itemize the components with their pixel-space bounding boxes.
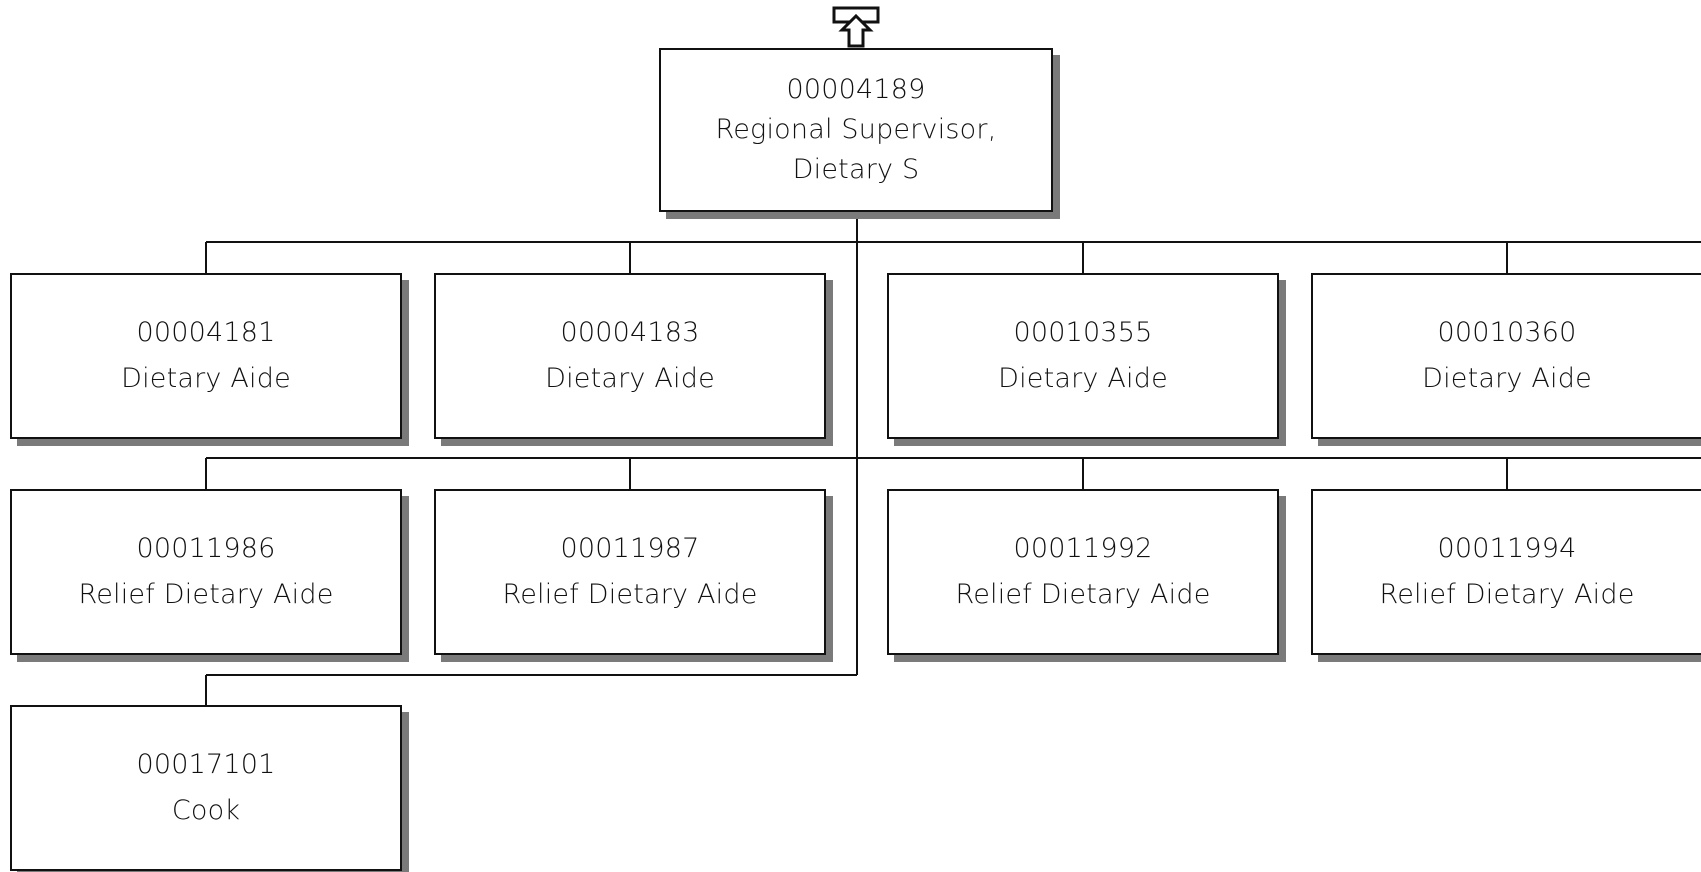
org-node[interactable]: 00017101 Cook (10, 705, 402, 871)
node-title: Cook (171, 795, 241, 826)
navigate-up-arrow-icon[interactable] (832, 6, 880, 48)
org-node-top[interactable]: 00004189 Regional Supervisor, Dietary S (659, 48, 1053, 212)
node-title: Dietary Aide (998, 363, 1168, 394)
node-title: Regional Supervisor, Dietary S (715, 114, 997, 185)
node-id: 00011994 (1437, 533, 1577, 564)
org-node[interactable]: 00010355 Dietary Aide (887, 273, 1279, 439)
org-node[interactable]: 00004181 Dietary Aide (10, 273, 402, 439)
node-id: 00004189 (786, 74, 926, 105)
node-id: 00011992 (1013, 533, 1153, 564)
org-node[interactable]: 00011992 Relief Dietary Aide (887, 489, 1279, 655)
node-title: Relief Dietary Aide (955, 579, 1211, 610)
org-node[interactable]: 00011987 Relief Dietary Aide (434, 489, 826, 655)
node-id: 00004183 (560, 317, 700, 348)
node-title: Dietary Aide (1422, 363, 1592, 394)
node-id: 00010360 (1437, 317, 1577, 348)
node-id: 00011986 (136, 533, 276, 564)
node-id: 00017101 (136, 749, 276, 780)
node-id: 00004181 (136, 317, 276, 348)
org-node[interactable]: 00011994 Relief Dietary Aide (1311, 489, 1701, 655)
node-title: Relief Dietary Aide (502, 579, 758, 610)
node-title: Relief Dietary Aide (78, 579, 334, 610)
node-title: Dietary Aide (545, 363, 715, 394)
node-id: 00011987 (560, 533, 700, 564)
node-title: Relief Dietary Aide (1379, 579, 1635, 610)
org-node[interactable]: 00011986 Relief Dietary Aide (10, 489, 402, 655)
org-node[interactable]: 00004183 Dietary Aide (434, 273, 826, 439)
node-title: Dietary Aide (121, 363, 291, 394)
org-node[interactable]: 00010360 Dietary Aide (1311, 273, 1701, 439)
node-id: 00010355 (1013, 317, 1153, 348)
